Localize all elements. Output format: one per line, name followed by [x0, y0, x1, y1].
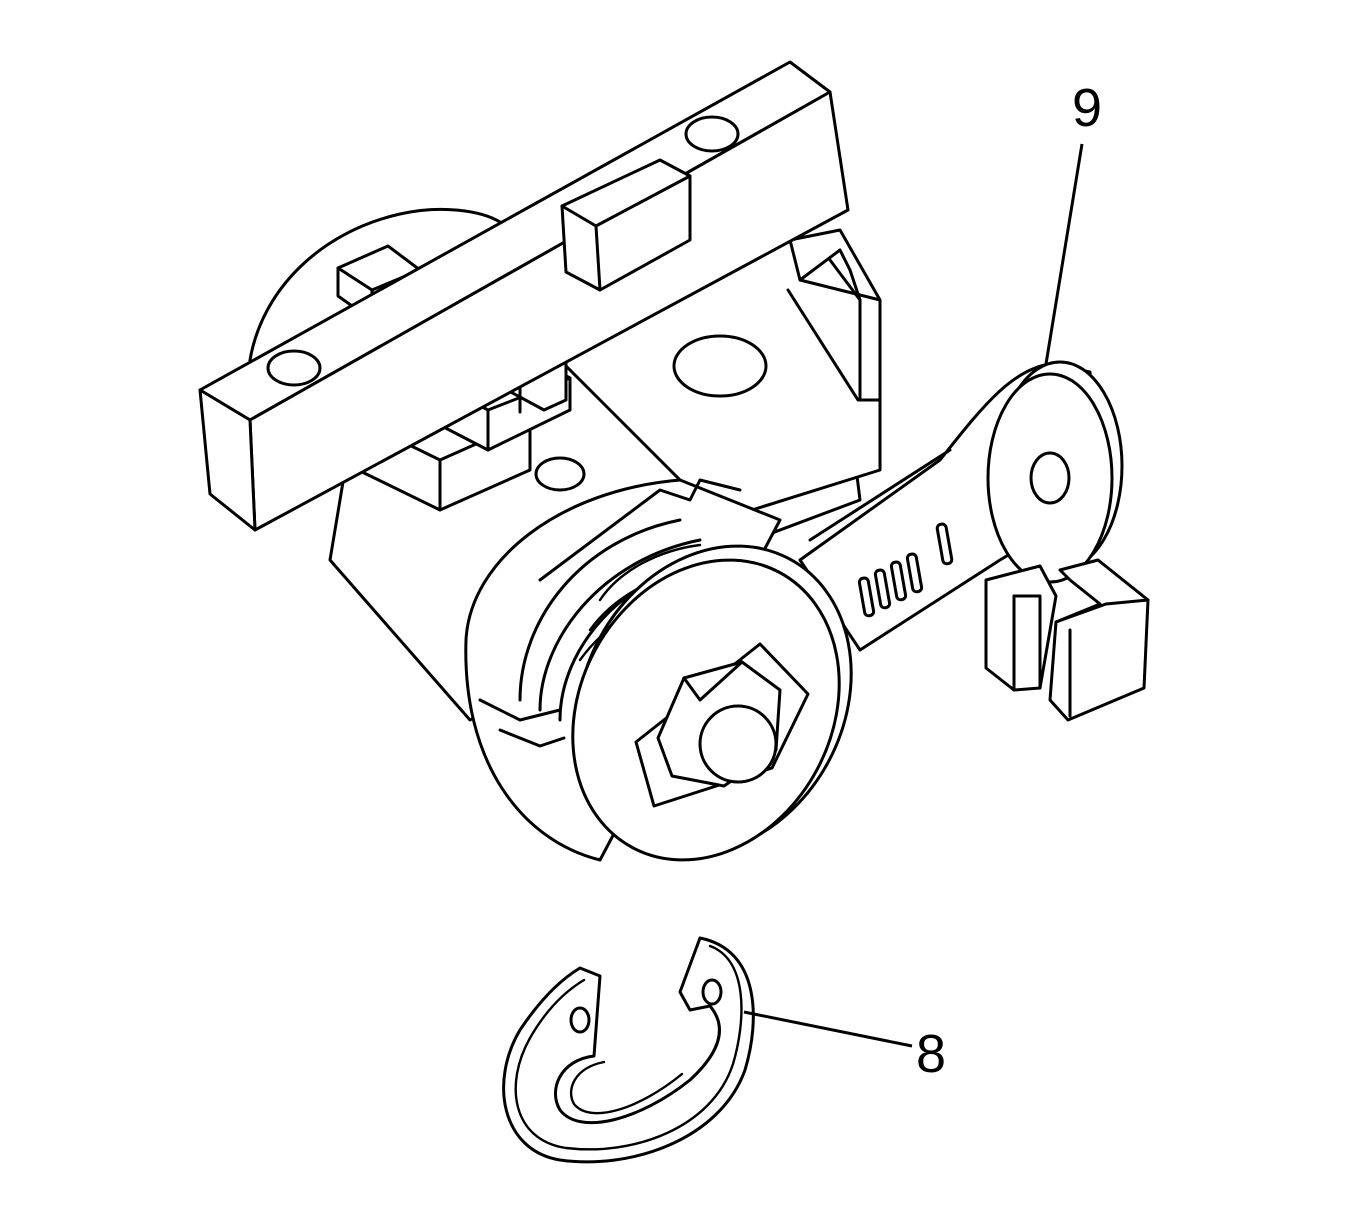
cylinder-front — [464, 478, 853, 862]
lock-cylinder-lever — [798, 360, 1150, 722]
bracket-center-tab — [560, 158, 692, 292]
clip-hole-right — [701, 978, 723, 1006]
lever-clip-tabs — [984, 558, 1150, 722]
hex-nut-bore — [698, 704, 778, 784]
housing-upper-block — [558, 228, 882, 522]
bracket-hole-right — [684, 115, 740, 153]
callout-9-leader — [1044, 143, 1084, 365]
mounting-bracket — [198, 60, 850, 532]
callout-8-label: 8 — [916, 1024, 946, 1084]
upper-block-hole — [672, 334, 768, 398]
lever-boss-hole — [1029, 451, 1071, 505]
clip-hole-left — [569, 1006, 591, 1034]
callout-9: 9 — [1044, 78, 1102, 365]
retaining-clip — [502, 936, 755, 1164]
bracket-hole-left — [266, 349, 322, 387]
callout-8-leader — [743, 1010, 913, 1048]
body-hole — [534, 456, 586, 492]
callout-8: 8 — [743, 1010, 946, 1084]
lever-slots — [857, 522, 954, 618]
callout-9-label: 9 — [1072, 78, 1102, 138]
lever-boss — [986, 360, 1124, 584]
hex-nut — [656, 660, 782, 788]
